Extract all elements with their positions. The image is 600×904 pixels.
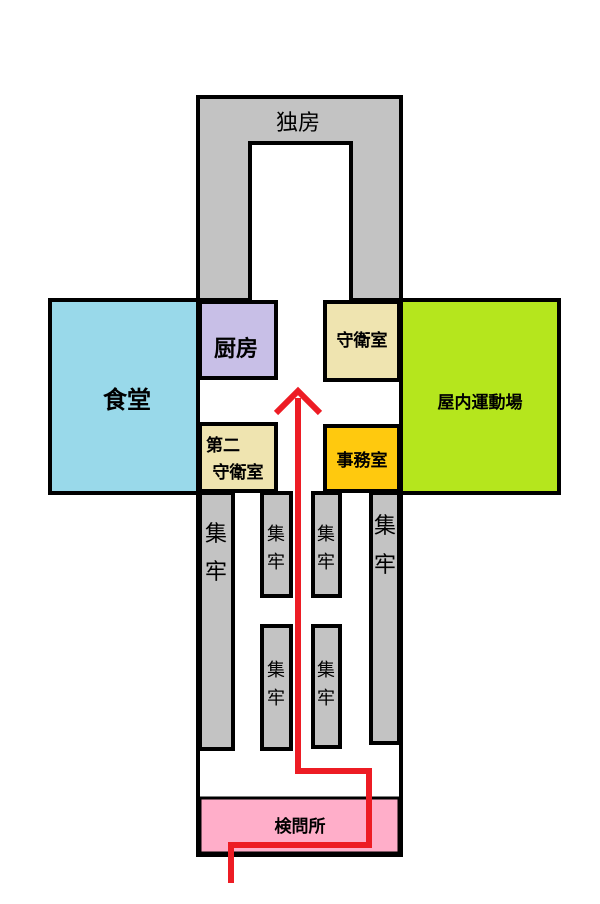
cell-mrb-l2: 牢 xyxy=(317,688,335,709)
cell-left-l1: 集 xyxy=(205,522,227,547)
kitchen-label: 厨房 xyxy=(214,336,258,362)
cell-mlt-l2: 牢 xyxy=(267,552,285,573)
cell-mid-left-bottom: 集 牢 xyxy=(260,624,293,751)
cell-right-l1: 集 xyxy=(374,514,396,539)
cell-right-l2: 牢 xyxy=(374,553,396,578)
cell-right: 集 牢 xyxy=(369,491,401,745)
checkpoint-label: 検問所 xyxy=(275,816,326,837)
second-guard-room xyxy=(198,422,278,493)
cell-mrb-l1: 集 xyxy=(317,660,335,681)
cell-mrt-l1: 集 xyxy=(317,524,335,545)
dining-hall xyxy=(48,298,200,495)
cell-mlb-l1: 集 xyxy=(267,660,285,681)
cell-mlt-l1: 集 xyxy=(267,524,285,545)
indoor-gym-label: 屋内運動場 xyxy=(438,392,523,413)
cell-left-l2: 牢 xyxy=(205,560,227,585)
route-arrowhead xyxy=(273,386,323,416)
cell-mid-right-bottom: 集 牢 xyxy=(311,624,342,749)
cell-mrt-l2: 牢 xyxy=(317,552,335,573)
second-guard-label-1: 第二 xyxy=(206,435,240,456)
indoor-gym xyxy=(399,298,561,495)
kitchen xyxy=(198,300,278,380)
guard-room-label: 守衛室 xyxy=(337,330,388,351)
solitary-label: 独房 xyxy=(276,111,320,136)
office xyxy=(323,424,401,493)
dining-label: 食堂 xyxy=(103,386,151,414)
office-label: 事務室 xyxy=(337,450,388,471)
route-path xyxy=(228,398,372,883)
cell-left: 集 牢 xyxy=(198,491,235,751)
second-guard-label-2: 守衛室 xyxy=(213,462,264,483)
cell-mid-right-top: 集 牢 xyxy=(311,491,342,598)
guard-room xyxy=(323,300,401,382)
cell-mlb-l2: 牢 xyxy=(267,688,285,709)
cell-mid-left-top: 集 牢 xyxy=(260,491,293,598)
